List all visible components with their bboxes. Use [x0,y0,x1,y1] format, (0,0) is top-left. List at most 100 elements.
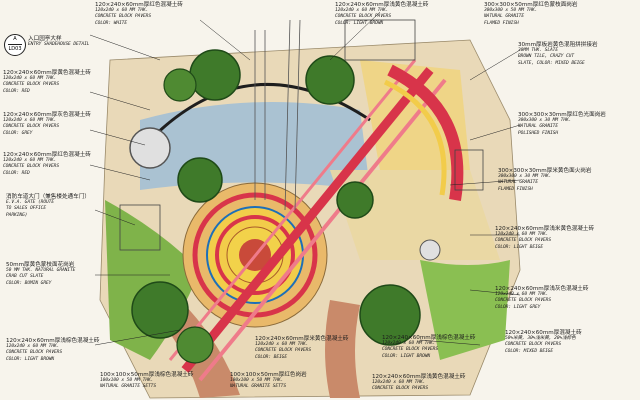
note-en: NATURAL GRANITE [498,180,538,186]
note-en: CONCRETE BLOCK PAVERS [3,164,59,170]
note-en: 120x240 x 60 MM THK. [3,76,57,82]
note-en: SLATE, COLOR: MIXED BEIGE [518,60,585,66]
note-en: NATURAL GRANITE [484,14,524,20]
note-cn: 30mm厚板岩黄色混阻拼拼接岩 [518,42,598,48]
note-right-3: 300×300×30mm厚米黄色面火岗岩 300x300 x 30 MM THK… [498,168,592,193]
note-en: CONCRETE BLOCK PAVERS [3,82,59,88]
note-cn: 120×240×60mm厚红色混凝土砖 [3,152,91,158]
note-top-right: 300×300×50mm厚红色蒙枝面岗岩 300x300 x 50 MM THK… [484,2,578,27]
note-en: E.V.A. GATE (ROUTE [6,200,54,206]
note-cn: 120×240×60mm厚浅棕色混凝土砖 [382,335,476,341]
lawn-left [105,200,200,360]
note-en: 300x300 x 30 MM THK. [498,174,552,180]
lawn-right [420,260,510,360]
building-outlines [119,19,484,251]
note-en: 120x240 x 60 MM THK. [95,8,149,14]
note-cn: 120×240×60mm厚米黄色混凝土砖 [255,336,349,342]
note-en: COLOR: RED [3,170,30,176]
note-en: 300x300 x 50 MM THK. [484,8,538,14]
note-cn: 300×300×30mm厚米黄色面火岗岩 [498,168,592,174]
note-en: BROWN TILE, CRAZY CUT [518,54,574,60]
note-en: CONCRETE BLOCK PAVERS [255,348,311,354]
trees [129,49,441,364]
note-right-6: 120×240×60mm厚浅棕色混凝土砖 120x240 x 60 MM THK… [382,335,476,360]
note-bottom-1: 100×100×50mm厚浅棕色混凝土砖 100x100 x 50 MM THK… [100,372,194,391]
note-left-5: 50mm厚黄色蒙枝面花岗岩 50 MM THK. NATURAL GRANITE… [6,262,75,287]
note-top-center: 120×240×60mm厚浅黄色混凝土砖 120x240 x 60 MM THK… [335,2,429,27]
note-cn: 120×240×60mm厚灰色混凝土砖 [3,112,91,118]
note-en: 120x240 x 60 MM THK. [335,8,389,14]
note-right-5: 120×240×60mm厚浅灰色混凝土砖 120x240 x 60 MM THK… [495,286,589,311]
detail-tag-sheet: LD03 [8,46,22,52]
note-en: COLOR: GREY [3,130,33,136]
note-en: 120x240 x 60 MM THK. [255,342,309,348]
note-en: FLAMED FINISH [498,186,533,192]
note-cn: 100×100×50mm厚浅棕色混凝土砖 [100,372,194,378]
pergola-columns [254,19,301,211]
detail-tag-letter: A [13,36,17,42]
detail-tag-divider [8,44,22,45]
note-left-4: 消防车道大门（兼售楼处通车门） E.V.A. GATE (ROUTE TO SA… [6,194,90,219]
right-arc-inner [383,79,447,196]
brick-band-right [325,300,360,398]
note-en: COLOR: LIGHT BROWN [382,353,430,359]
note-en: 120x240 x 60 MM THK. [3,118,57,124]
note-en: CONCRETE BLOCK PAVERS [495,298,551,304]
note-en: 120x240 x 60 MM THK. [495,292,549,298]
note-right-4: 120×240×60mm厚浅米黄色混凝土砖 120x240 x 60 MM TH… [495,226,594,251]
note-en: 30MM THK. SLATE [518,48,558,54]
note-bottom-4: 120×240×60mm厚浅黄色混凝土砖 120x240 x 60 MM THK… [372,374,466,393]
note-en: COLOR: LIGHT BEIGE [495,244,543,250]
note-cn: 120×240×60mm厚浅黄色混凝土砖 [372,374,466,380]
detail-title-en: ENTRY SHADEHOUSE DETAIL [28,42,90,48]
diagonal-red-bands [168,59,447,382]
note-cn: 300×300×50mm厚红色蒙枝面岗岩 [484,2,578,8]
detail-tag: A LD03 [4,34,26,56]
note-en: PARKING) [6,212,28,218]
note-cn: 120×240×60mm厚浅灰色混凝土砖 [495,286,589,292]
note-en: 120x240 x 60 MM THK. [3,158,57,164]
note-en: 120x240 x 60 MM THK. [372,380,426,386]
note-cn: 120×240×60mm厚红色混凝土砖 [95,2,183,8]
note-en: POLISHED FINISH [518,130,558,136]
note-left-3: 120×240×60mm厚红色混凝土砖 120x240 x 60 MM THK.… [3,152,91,177]
note-cn: 120×240×60mm厚浅棕色混凝土砖 [6,338,100,344]
note-en: TO SALES OFFICE [6,206,46,212]
note-en: 300x300 x 30 MM THK. [518,118,572,124]
note-en: CONCRETE BLOCK PAVERS [372,386,428,392]
note-right-1: 30mm厚板岩黄色混阻拼拼接岩 30MM THK. SLATE BROWN TI… [518,42,598,67]
note-en: COLOR: LIGHT BROWN [6,356,54,362]
note-en: COLOR: RED [3,88,30,94]
note-en: CONCRETE BLOCK PAVERS [382,347,438,353]
note-en: CRAB CUT SLATE [6,274,44,280]
leader-lines [89,11,521,346]
note-left-6: 120×240×60mm厚浅棕色混凝土砖 120x240 x 60 MM THK… [6,338,100,363]
note-cn: 100×100×50mm厚红色岗岩 [230,372,307,378]
note-en: CONCRETE BLOCK PAVERS [6,350,62,356]
note-en: CONCRETE BLOCK PAVERS [335,14,391,20]
note-en: COLOR: BUMIN GREY [6,280,52,286]
note-cn: 300×300×30mm厚红色光面岗岩 [518,112,606,118]
note-en: 50 MM THK. NATURAL GRANITE [6,268,76,274]
note-cn: 120×240×60mm厚黄色混凝土砖 [3,70,91,76]
note-cn: 消防车道大门（兼售楼处通车门） [6,194,90,200]
note-bottom-3: 120×240×60mm厚米黄色混凝土砖 120x240 x 60 MM THK… [255,336,349,361]
note-en: COLOR: WHITE [95,20,127,26]
note-en: 120x240 x 60 MM THK. [495,232,549,238]
note-en: NATURAL GRANITE [518,124,558,130]
detail-title-cn: 入口园亭大样 [28,36,62,42]
note-cn: 50mm厚黄色蒙枝面花岗岩 [6,262,75,268]
note-en: CONCRETE BLOCK PAVERS [3,124,59,130]
note-en: COLOR: MIXED BEIGE [505,348,553,354]
note-en: 120x240 x 60 MM THK. [382,341,436,347]
note-left-1: 120×240×60mm厚黄色混凝土砖 120x240 x 60 MM THK.… [3,70,91,95]
note-en: 120x240 x 60 MM THK. [6,344,60,350]
detail-title: 入口园亭大样 ENTRY SHADEHOUSE DETAIL [28,36,89,48]
note-en: CONCRETE BLOCK PAVERS [95,14,151,20]
note-bottom-2: 100×100×50mm厚红色岗岩 100x100 x 50 MM THK. N… [230,372,307,391]
note-en: COLOR: LIGHT GREY [495,304,541,310]
note-en: CONCRETE BLOCK PAVERS [505,342,561,348]
note-cn: 120×240×60mm厚浅米黄色混凝土砖 [495,226,595,232]
note-en: CONCRETE BLOCK PAVERS [495,238,551,244]
